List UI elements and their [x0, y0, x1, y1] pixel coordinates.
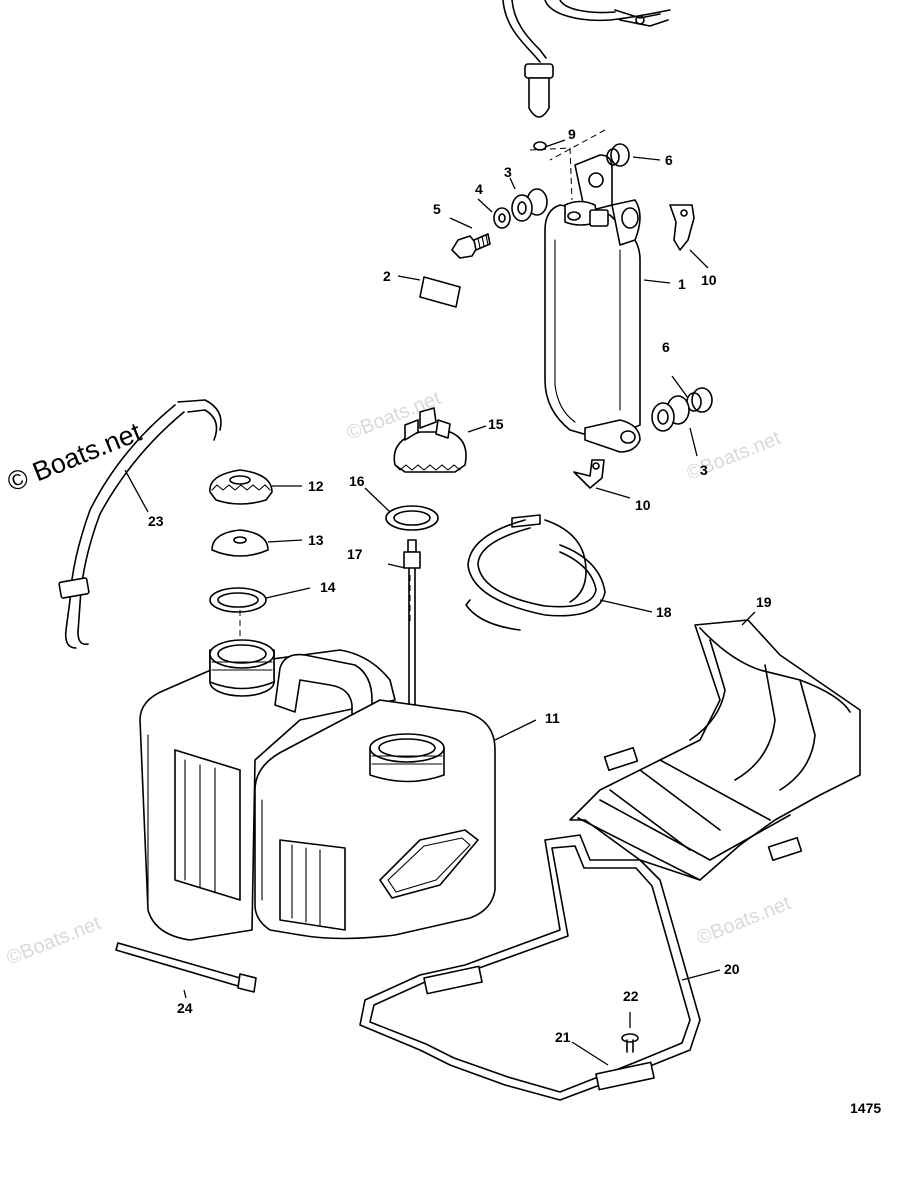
watermark-faint-2: ©Boats.net	[684, 427, 785, 485]
hose-18	[465, 514, 606, 631]
leader-lines	[124, 139, 756, 1066]
callout-20: 20	[724, 961, 740, 977]
figure-number: 1475	[850, 1100, 881, 1116]
clip-10-bottom	[573, 459, 605, 489]
watermark-faint-3: ©Boats.net	[4, 912, 105, 970]
watermark-faint-5: ©Boats.net	[694, 892, 795, 950]
bolt-5	[451, 233, 491, 259]
callout-2: 2	[383, 268, 391, 284]
callout-1: 1	[678, 276, 686, 292]
callout-4: 4	[475, 181, 483, 197]
callout-22: 22	[623, 988, 639, 1004]
strap-23	[58, 399, 222, 649]
clip-10-top	[669, 204, 695, 251]
carrier-frame-19	[569, 619, 861, 881]
screw-22	[621, 1033, 639, 1053]
washer-9	[533, 141, 547, 151]
callout-10: 10	[635, 497, 651, 513]
callout-15: 15	[488, 416, 504, 432]
callout-23: 23	[148, 513, 164, 529]
assembly-line	[549, 129, 606, 161]
callout-16: 16	[349, 473, 365, 489]
grommet-6-top	[606, 143, 630, 167]
cable-tie-24	[115, 942, 257, 993]
pickup-17	[393, 539, 431, 731]
callout-21: 21	[555, 1029, 571, 1045]
grommet-6-bottom	[686, 387, 713, 413]
bushing-3-top	[511, 188, 548, 222]
callout-13: 13	[308, 532, 324, 548]
decal-2	[419, 276, 461, 308]
gasket-14	[209, 587, 267, 613]
vent-cap-13	[211, 529, 269, 557]
callout-10: 10	[701, 272, 717, 288]
washer-4	[493, 207, 511, 229]
gasket-16	[385, 505, 439, 531]
callout-11: 11	[545, 710, 560, 726]
callout-labels: 1 2 3 3 4 5 6 6 9 10 10 11 12 13 14 15 1…	[148, 126, 772, 1045]
callout-9: 9	[568, 126, 576, 142]
callout-14: 14	[320, 579, 336, 595]
callout-24: 24	[177, 1000, 193, 1016]
fuel-cap-15	[393, 407, 467, 473]
callout-18: 18	[656, 604, 672, 620]
callout-6: 6	[662, 339, 670, 355]
bushing-3-bottom	[651, 395, 690, 432]
top-cable-assembly	[502, 0, 671, 118]
callout-17: 17	[347, 546, 363, 562]
callout-3: 3	[504, 164, 512, 180]
callout-6: 6	[665, 152, 673, 168]
oil-reservoir	[544, 154, 641, 453]
fuel-cap-12	[209, 469, 273, 505]
bracket-frame-20	[359, 834, 701, 1101]
callout-3: 3	[700, 462, 708, 478]
callout-12: 12	[308, 478, 324, 494]
callout-5: 5	[433, 201, 441, 217]
fuel-tank-11	[139, 639, 496, 941]
callout-19: 19	[756, 594, 772, 610]
